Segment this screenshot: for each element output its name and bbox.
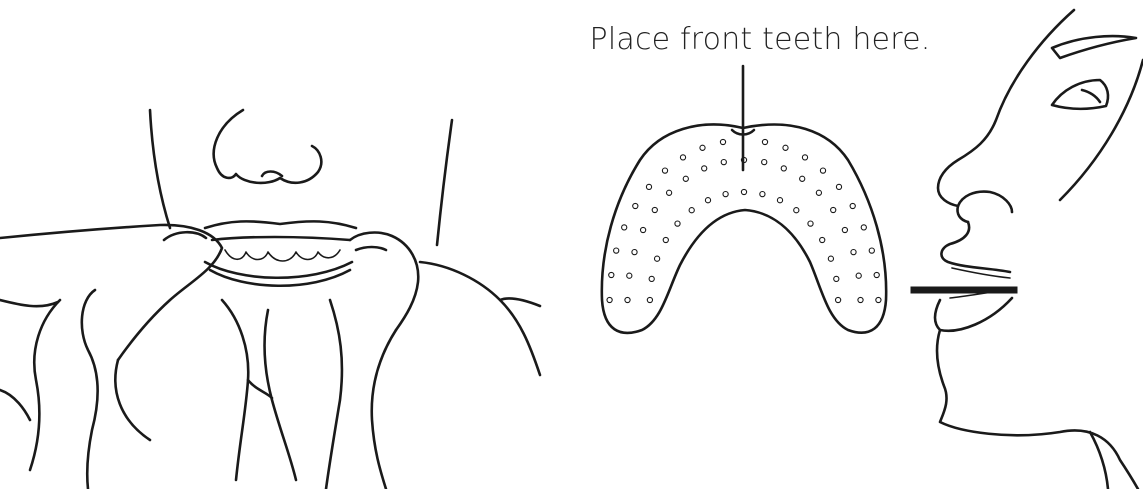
tray-perforation-dot: [609, 272, 614, 277]
tray-perforation-dot: [675, 221, 680, 226]
tray-perforation-dot: [869, 248, 874, 253]
tray-perforation-dot: [662, 168, 667, 173]
tray-perforation-dot: [794, 208, 799, 213]
tray-perforation-dot: [723, 192, 728, 197]
tray-perforation-dot: [614, 248, 619, 253]
tray-perforation-dot: [721, 160, 726, 165]
tray-perforation-dot: [625, 297, 630, 302]
tray-perforation-dot: [720, 139, 725, 144]
tray-perforation-dot: [689, 208, 694, 213]
tray-perforation-dot: [861, 225, 866, 230]
tray-perforation-dot: [633, 203, 638, 208]
tray-perforation-dot: [858, 297, 863, 302]
tray-perforation-dot: [820, 168, 825, 173]
tray-perforation-dot: [649, 276, 654, 281]
tray-perforation-dot: [783, 145, 788, 150]
tray-perforation-dot: [627, 273, 632, 278]
tray-perforation-dot: [856, 273, 861, 278]
tray-perforation-dot: [760, 192, 765, 197]
tray-perforation-dot: [641, 227, 646, 232]
tray-perforation-dot: [836, 184, 841, 189]
tray-perforation-dot: [850, 203, 855, 208]
hands-fitting-tray-drawing: [0, 110, 540, 489]
caption-label: Place front teeth here.: [560, 22, 960, 57]
tray-perforation-dot: [820, 237, 825, 242]
tray-edge-inserted: [912, 288, 1016, 292]
tray-perforation-dot: [781, 166, 786, 171]
tray-perforation-dot: [705, 198, 710, 203]
tray-perforation-dot: [741, 189, 746, 194]
tray-perforation-dot: [652, 207, 657, 212]
tray-perforation-dot: [646, 184, 651, 189]
tray-perforation-dot: [816, 190, 821, 195]
tray-perforation-dot: [876, 297, 881, 302]
tray-perforation-dot: [655, 256, 660, 261]
tray-perforation-dot: [777, 198, 782, 203]
tray-perforation-dot: [702, 166, 707, 171]
tray-perforation-dot: [762, 139, 767, 144]
face-profile-drawing: [935, 10, 1143, 489]
tray-perforation-dot: [874, 272, 879, 277]
tray-perforation-dot: [836, 297, 841, 302]
tray-perforation-dot: [831, 207, 836, 212]
tray-perforation-dot: [683, 176, 688, 181]
tray-perforation-dot: [800, 176, 805, 181]
tray-perforation-dot: [667, 190, 672, 195]
tray-perforation-dot: [622, 225, 627, 230]
tray-perforation-dot: [808, 221, 813, 226]
tray-perforation-dot: [680, 155, 685, 160]
tray-perforation-dot: [700, 145, 705, 150]
tray-perforation-dot: [828, 256, 833, 261]
tray-perforation-dot: [632, 250, 637, 255]
tray-perforation-dot: [842, 227, 847, 232]
tray-perforation-dot: [834, 276, 839, 281]
tray-perforation-dot: [607, 297, 612, 302]
tray-perforation-dot: [647, 297, 652, 302]
tray-perforation-dot: [851, 250, 856, 255]
tray-perforation-dot: [762, 160, 767, 165]
tray-perforation-dot: [663, 237, 668, 242]
tray-perforation-dot: [802, 155, 807, 160]
